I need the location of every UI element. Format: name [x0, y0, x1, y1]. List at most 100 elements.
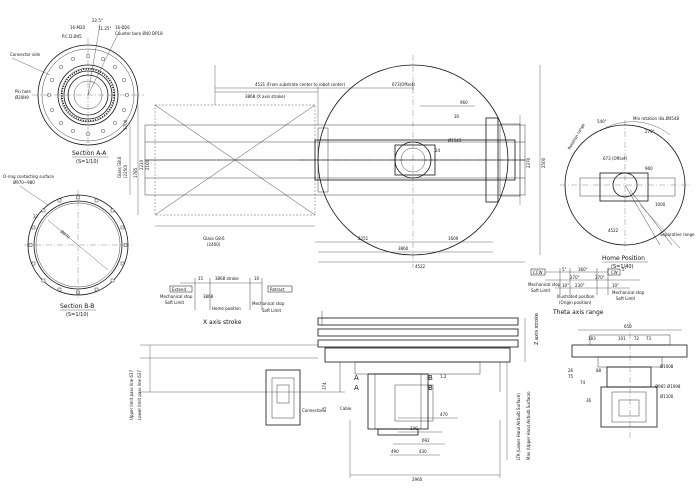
theta-d-230: 230° — [575, 283, 585, 288]
x-d-3868-stroke: 3868 stroke — [215, 276, 239, 281]
x-d-10: 10 — [254, 276, 260, 281]
theta-d-360: 360° — [578, 267, 588, 272]
plan-d-4531: 4531 (From substrate center to robot cen… — [255, 82, 346, 87]
elev-upper: Upper limit pass line 637 — [129, 370, 134, 420]
counterbore-label: Counter bore Ø40 DP18 — [115, 31, 163, 36]
x-d-3868: 3868 — [203, 294, 214, 299]
side-d-26: 26 — [568, 368, 574, 373]
elev-d-692: 692 — [422, 438, 430, 443]
theta-d-5b: 5° — [622, 267, 627, 272]
side-d-101: 101 — [618, 336, 626, 341]
theta-d-5a: 5° — [562, 267, 567, 272]
elev-d-490: 490 — [391, 449, 399, 454]
theta-axis-title: Theta axis range — [552, 309, 604, 316]
x-mech-stop2: Mechanical stop — [252, 301, 285, 306]
elev-d-374: 374 — [322, 382, 327, 390]
theta-d-960: 960 — [645, 166, 653, 171]
side-d-36: 36 — [586, 398, 592, 403]
front-elevation: Upper limit pass line 637 Lower limit pa… — [129, 311, 540, 482]
theta-home-view: 540° 270° Rotation range Min rotation di… — [560, 116, 695, 270]
theta-home-title: Home Position — [602, 255, 645, 262]
x-mech-stop: Mechanical stop — [160, 294, 193, 299]
plan-d-1700: 1700 — [123, 119, 128, 130]
x-extend: Extend — [172, 287, 186, 292]
plan-d-2500: 2500 — [541, 157, 546, 168]
pin-hole-label: Pin hole — [15, 89, 31, 94]
elev-B1: B — [428, 374, 433, 382]
theta-soft: Soft Limit — [531, 288, 551, 293]
plan-d-3868: 3868 (X axis stroke) — [245, 94, 286, 99]
elev-d-430: 430 — [419, 449, 427, 454]
theta-home-scale: (S=1/40) — [611, 264, 634, 270]
theta-d-270b: 270° — [570, 275, 580, 280]
theta-d-4522: 4522 — [608, 228, 619, 233]
theta-axis-range: CCW CW 5° 360° 5° 270° 270° 10° 10° 230°… — [528, 267, 645, 316]
theta-soft2: Soft Limit — [616, 296, 636, 301]
theta-d-673: 673 (Offset) — [603, 156, 627, 161]
side-d-75: 75 — [568, 374, 574, 379]
elev-d-85: 85 — [322, 406, 327, 412]
plan-d-960: 960 — [460, 100, 468, 105]
side-d-1008: Ø1008 — [660, 364, 674, 369]
oring-label: O-ring contacting surface — [3, 174, 55, 179]
side-d-1100: Ø1100 — [660, 394, 674, 399]
angle1-label: 22.5° — [92, 18, 103, 23]
tap-label: 16-Ø26 — [115, 25, 130, 30]
theta-mech2: Mechanical stop — [612, 290, 645, 295]
plan-glass-v-dim: (2250) — [123, 164, 128, 178]
x-home: Home position — [212, 306, 241, 311]
side-d-88: 88 — [596, 368, 602, 373]
section-bb-scale: (S=1/10) — [66, 312, 89, 318]
side-d-183: 183 — [588, 336, 596, 341]
theta-d-10a: 10° — [562, 283, 569, 288]
side-d-72: 72 — [634, 336, 640, 341]
x-d-15: 15 — [198, 276, 204, 281]
plan-glass-h-dim: (2400) — [207, 242, 221, 247]
plan-d-2251: 2251 — [358, 236, 369, 241]
x-retract: Retract — [270, 287, 285, 292]
theta-illus: Illustrated position — [557, 294, 595, 299]
plan-d-2160: 2160 — [145, 159, 150, 170]
angle2-label: 11.25° — [98, 26, 111, 31]
section-aa-title: Section A-A — [72, 150, 107, 157]
elev-uha: Max (Upper Hand Airbulb Surface) — [526, 391, 531, 460]
plan-d-673: 673(Offset) — [392, 82, 415, 87]
theta-d-10b: 10° — [612, 283, 619, 288]
elev-A2: A — [354, 384, 359, 392]
bb-dim-32: 32 — [33, 214, 39, 219]
side-d-73: 73 — [646, 336, 652, 341]
section-bb: O-ring contacting surface Ø970~980 32 Ø9… — [3, 174, 132, 318]
side-d-650: 650 — [624, 324, 632, 329]
elev-d-1-2: 1.2 — [440, 374, 447, 379]
side-view: 650 183 101 72 73 26 75 74 88 Ø1008 Ø965… — [568, 322, 688, 440]
theta-ccw: CCW — [533, 270, 543, 275]
plan-glass-v: Glass G8.6 — [117, 156, 122, 178]
theta-min-rot: Min rotation dia.Ø4548 — [633, 116, 679, 121]
bb-dim-dia: Ø970 — [59, 229, 71, 240]
theta-mech: Mechanical stop — [528, 282, 561, 287]
x-axis-title: X axis stroke — [203, 319, 242, 326]
plan-d-1543: Ø1543 — [448, 138, 462, 143]
section-aa: P.C.D.Ø45 16-M20 22.5° 11.25° 16-Ø26 Cou… — [10, 18, 163, 165]
oring-dia-label: Ø970~980 — [13, 180, 35, 185]
plan-d-4522: 4522 — [415, 264, 426, 269]
section-bb-title: Section B-B — [60, 303, 94, 310]
x-axis-stroke: 15 3868 stroke 10 Extend Retract Mechani… — [160, 276, 293, 326]
elev-d-470: 470 — [440, 412, 448, 417]
elev-d-2960: 2960 — [412, 477, 423, 482]
elev-connector: Connector — [302, 408, 323, 413]
theta-cw: CW — [611, 270, 618, 275]
plan-d-1609: 1609 — [448, 236, 459, 241]
theta-d-270c: 270° — [595, 275, 605, 280]
plan-d-24: 24 — [435, 148, 441, 153]
elev-z-stroke: Z axis stroke — [534, 313, 540, 345]
side-d-965: Ø965 Ø1098 — [655, 384, 681, 389]
plan-view: 4531 (From substrate center to robot cen… — [117, 55, 546, 269]
theta-d-270: 270° — [645, 129, 655, 134]
plan-d-1785: 1785 — [133, 167, 138, 178]
plan-d-30: 30 — [454, 114, 460, 119]
plan-d-2370: 2370 — [526, 157, 531, 168]
side-d-74: 74 — [580, 380, 586, 385]
